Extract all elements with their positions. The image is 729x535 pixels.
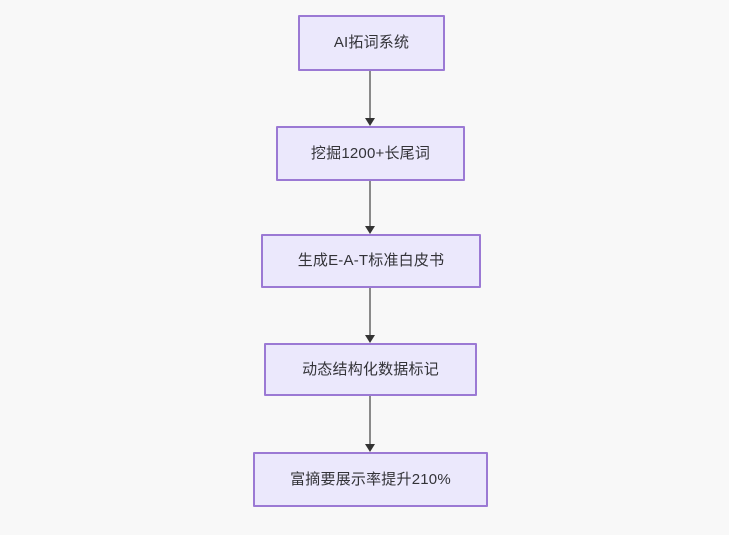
- flow-node-label: 富摘要展示率提升210%: [290, 470, 451, 488]
- flow-node-label: 动态结构化数据标记: [302, 360, 439, 378]
- flow-node-label: 生成E-A-T标准白皮书: [297, 252, 445, 269]
- arrowhead-down-icon: [365, 118, 375, 126]
- flow-node-ai-keyword-system[interactable]: AI拓词系统: [298, 15, 445, 71]
- arrowhead-down-icon: [365, 226, 375, 234]
- arrowhead-down-icon: [365, 444, 375, 452]
- edge-line: [369, 181, 371, 227]
- flow-edge-n3-to-n4: [364, 288, 376, 343]
- flow-edge-n2-to-n3: [364, 181, 376, 234]
- flow-node-rich-snippet-rate-increase[interactable]: 富摘要展示率提升210%: [253, 452, 488, 507]
- flow-node-label: AI拓词系统: [333, 34, 410, 51]
- flow-node-mine-longtail-keywords[interactable]: 挖掘1200+长尾词: [276, 126, 465, 181]
- flow-edge-n1-to-n2: [364, 71, 376, 126]
- edge-line: [369, 71, 371, 119]
- flow-edge-n4-to-n5: [364, 396, 376, 452]
- flow-node-label: 挖掘1200+长尾词: [310, 144, 431, 162]
- flow-node-generate-eat-whitepaper[interactable]: 生成E-A-T标准白皮书: [261, 234, 481, 288]
- flow-node-dynamic-structured-data-markup[interactable]: 动态结构化数据标记: [264, 343, 477, 396]
- edge-line: [369, 288, 371, 336]
- edge-line: [369, 396, 371, 445]
- arrowhead-down-icon: [365, 335, 375, 343]
